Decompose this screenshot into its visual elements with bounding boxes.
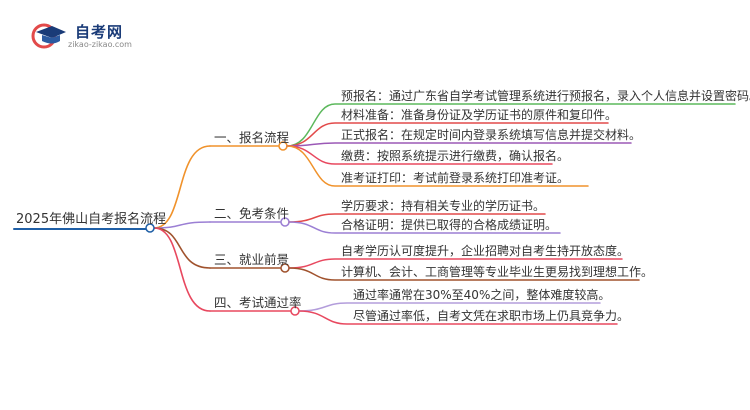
leaf-label-1-3: 正式报名：在规定时间内登录系统填写信息并提交材料。 — [341, 128, 642, 142]
branch-label-3: 三、就业前景 — [214, 252, 290, 267]
leaf-label-4-1: 通过率通常在30%至40%之间，整体难度较高。 — [353, 288, 611, 302]
root-node-dot — [145, 223, 155, 233]
branch-label-1: 一、报名流程 — [214, 130, 290, 145]
logo-url: zikao-zikao.com — [68, 40, 132, 49]
root-node-label: 2025年佛山自考报名流程 — [16, 212, 167, 227]
branch-connector-3 — [153, 227, 211, 269]
logo: 自考网 zikao-zikao.com — [30, 20, 160, 50]
branch-label-2: 二、免考条件 — [214, 206, 290, 221]
leaf-label-1-2: 材料准备：准备身份证及学历证书的原件和复印件。 — [341, 108, 618, 122]
leaf-label-4-2: 尽管通过率低，自考文凭在求职市场上仍具竞争力。 — [353, 309, 630, 323]
branch-connector-2 — [153, 221, 211, 229]
leaf-label-1-1: 预报名：通过广东省自学考试管理系统进行预报名，录入个人信息并设置密码。 — [341, 89, 750, 103]
leaf-connector-1-5 — [286, 145, 589, 187]
graduation-cap-logo-icon — [31, 23, 66, 49]
branch-connector-1 — [153, 145, 211, 229]
leaf-label-2-1: 学历要求：持有相关专业的学历证书。 — [341, 199, 546, 213]
leaf-connector-1-1 — [286, 103, 736, 147]
leaf-connector-2-2 — [288, 221, 561, 234]
leaf-connector-4-2 — [298, 310, 618, 325]
logo-name: 自考网 — [75, 23, 124, 41]
leaf-label-2-2: 合格证明：提供已取得的合格成绩证明。 — [341, 218, 558, 232]
branch-connector-4 — [153, 227, 211, 312]
leaf-label-3-1: 自考学历认可度提升，企业招聘对自考生持开放态度。 — [341, 244, 630, 258]
leaf-connector-3-2 — [288, 267, 640, 281]
leaf-label-1-5: 准考证打印：考试前登录系统打印准考证。 — [341, 171, 570, 185]
branch-label-4: 四、考试通过率 — [214, 295, 302, 310]
leaf-label-3-2: 计算机、会计、工商管理等专业毕业生更易找到理想工作。 — [341, 265, 654, 279]
leaf-connector-1-3 — [286, 142, 632, 147]
leaf-label-1-4: 缴费：按照系统提示进行缴费，确认报名。 — [341, 149, 570, 163]
